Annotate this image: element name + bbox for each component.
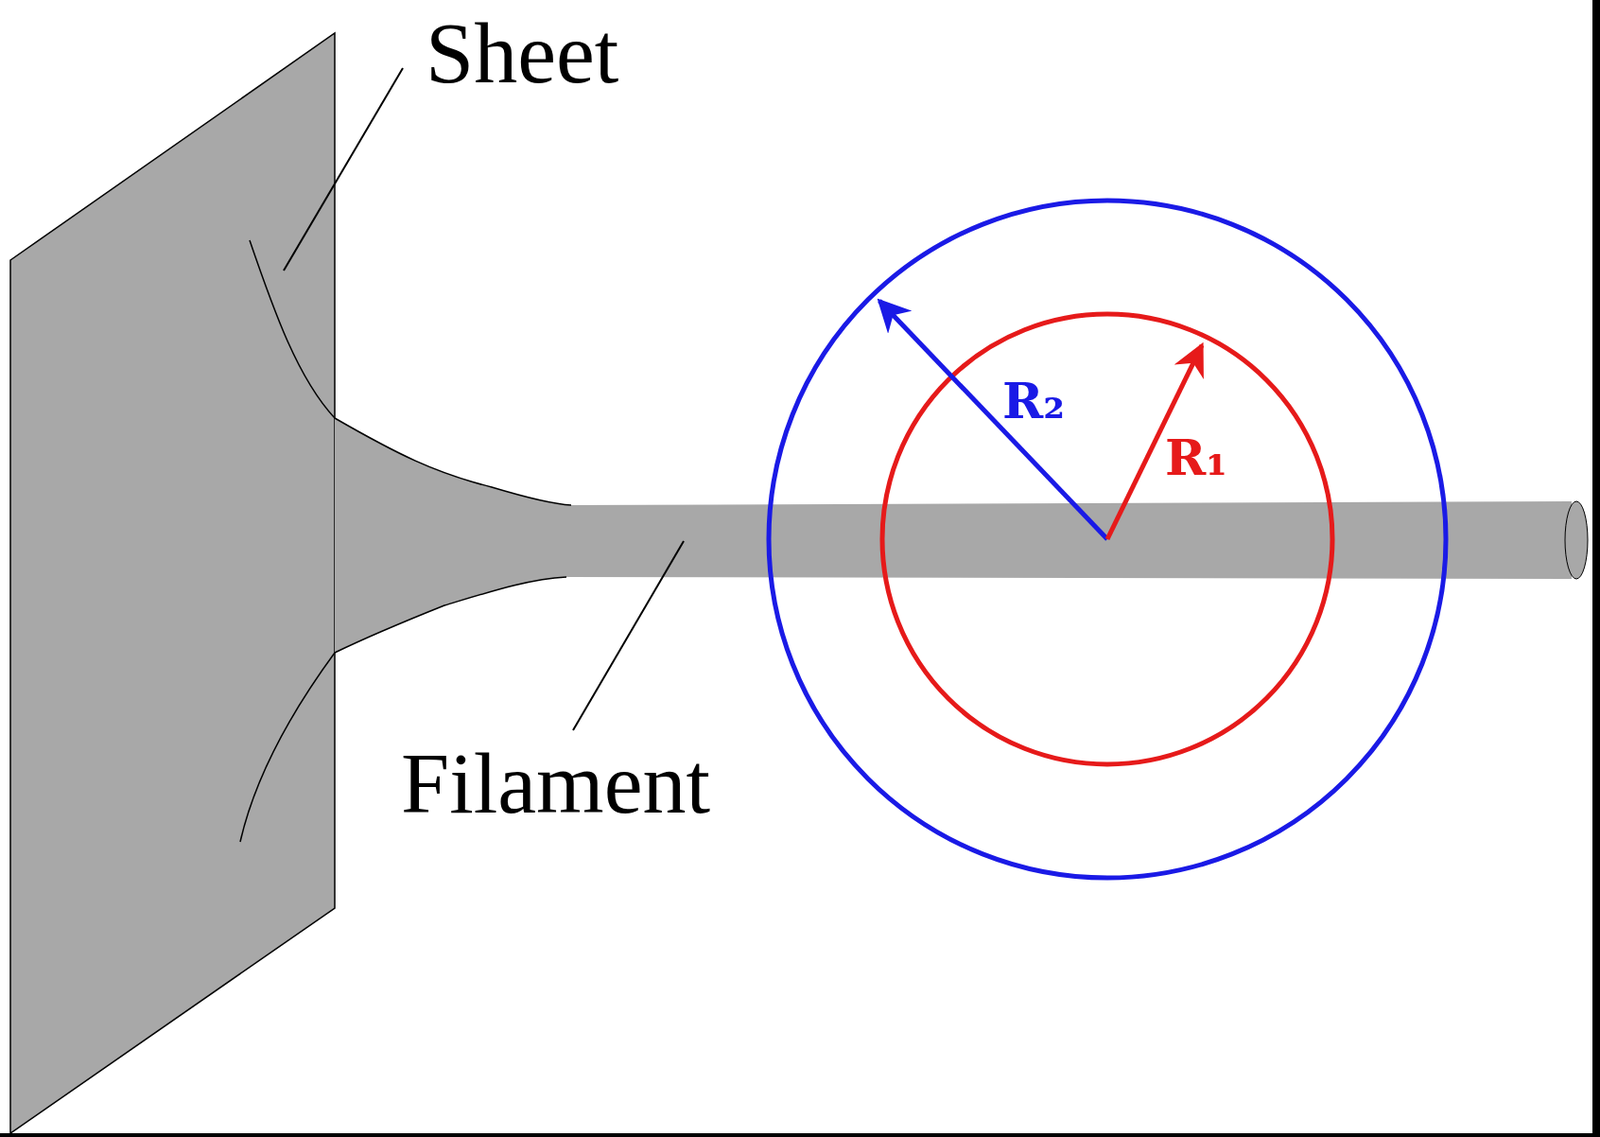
outer-circle <box>768 200 1446 878</box>
part-name: Sheet <box>425 9 619 97</box>
frame-edge <box>0 1132 1600 1137</box>
radius-arrow <box>879 300 1108 540</box>
leader-line <box>573 540 684 731</box>
frame-edge <box>1592 0 1600 1137</box>
flare-edge <box>240 652 335 842</box>
flare-edge <box>249 240 335 418</box>
leader-line <box>283 68 403 271</box>
part-name: Filament <box>400 739 711 827</box>
flare-edge <box>334 417 572 505</box>
sheet-plane <box>10 33 335 1133</box>
radius-label: R₁ <box>1165 433 1228 483</box>
flare-edge <box>334 576 567 653</box>
radius-label: R₂ <box>1002 376 1065 426</box>
filament-body <box>334 417 1572 653</box>
filament-end-cap <box>1565 501 1588 579</box>
inner-circle <box>882 313 1333 765</box>
